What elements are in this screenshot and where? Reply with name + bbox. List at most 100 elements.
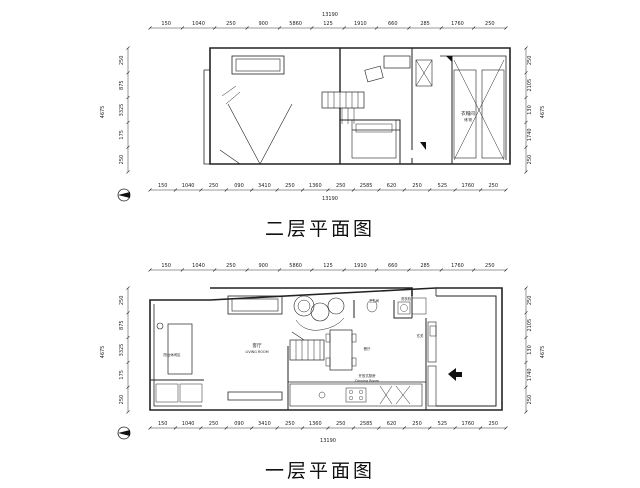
dimension-label: 250 <box>489 421 499 427</box>
dimension-label: 900 <box>258 21 268 27</box>
dimension-label: 250 <box>485 263 495 269</box>
dimension-label: 1910 <box>354 21 367 27</box>
dimension-label: 900 <box>258 263 268 269</box>
dimension-label: 250 <box>412 421 422 427</box>
dimension-label: 250 <box>336 421 346 427</box>
dimension-label: 1760 <box>451 263 464 269</box>
dimension-label: 090 <box>234 183 244 189</box>
room-label-living-room-en: LIVING ROOM <box>245 350 268 354</box>
room-label-dining-en: Dinning Room <box>355 379 380 383</box>
bottom-total-dimension: 13190 <box>320 438 336 444</box>
dimension-label: 250 <box>226 21 236 27</box>
north-arrow-icon <box>117 426 131 440</box>
dimension-label: 1760 <box>461 421 474 427</box>
dimension-label: 250 <box>485 21 495 27</box>
dimension-label: 250 <box>527 155 533 165</box>
dimension-label: 1910 <box>354 263 367 269</box>
dimension-label: 1040 <box>182 421 195 427</box>
room-label-kitchen: 开放式厨房 <box>359 373 377 378</box>
dimension-label: 285 <box>420 21 430 27</box>
dimension-label: 125 <box>323 21 333 27</box>
dimension-label: 2585 <box>360 183 373 189</box>
dimension-label: 250 <box>119 56 125 66</box>
staircase <box>289 331 325 361</box>
dimension-label: 1040 <box>192 263 205 269</box>
dimension-label: 3325 <box>119 104 125 117</box>
column-marker <box>420 142 426 150</box>
dimension-label: 1360 <box>309 183 322 189</box>
room-label-bathroom: 卫生间 <box>369 298 380 303</box>
dimension-label: 175 <box>119 370 125 380</box>
dimension-label: 5860 <box>289 263 302 269</box>
dimension-label: 875 <box>119 80 125 90</box>
second-floor-plan: 150 1040 250 900 5860 125 1910 660 285 1760 250 15… <box>100 12 546 202</box>
dimension-label: 1040 <box>192 21 205 27</box>
dimension-label: 130 <box>527 345 533 355</box>
furniture <box>155 295 437 407</box>
dimension-label: 620 <box>387 183 397 189</box>
right-dimension-chain: 250 2105 130 1740 250 <box>524 46 533 174</box>
dimension-label: 1360 <box>309 421 322 427</box>
dimension-label: 3325 <box>119 344 125 357</box>
dimension-label: 250 <box>489 183 499 189</box>
room-label-laundry: 洗衣机 <box>401 296 412 301</box>
room-label-cloakroom: 衣帽间 <box>461 110 475 117</box>
left-total-dimension: 4675 <box>100 106 106 119</box>
room-label-balcony: 阳台休闲区 <box>164 352 182 357</box>
right-total-dimension: 4675 <box>540 346 546 359</box>
room-label-storage: 储 物 <box>464 117 472 122</box>
furniture <box>219 55 505 165</box>
dimension-label: 3410 <box>258 421 271 427</box>
dimension-label: 1740 <box>527 128 533 141</box>
dimension-label: 250 <box>209 421 219 427</box>
column-marker <box>446 56 452 62</box>
dimension-label: 130 <box>527 105 533 115</box>
dimension-label: 150 <box>161 21 171 27</box>
first-floor-title: 一层平面图 <box>264 460 375 482</box>
room-label-living-room: 客厅 <box>252 342 262 349</box>
dimension-label: 250 <box>209 183 219 189</box>
dimension-label: 525 <box>438 183 448 189</box>
dimension-label: 660 <box>388 21 398 27</box>
room-label-dining: 餐厅 <box>364 346 371 351</box>
exterior-walls <box>149 287 503 411</box>
dimension-label: 250 <box>119 296 125 306</box>
dimension-label: 250 <box>527 296 533 306</box>
staircase <box>321 91 365 124</box>
dimension-label: 5860 <box>289 21 302 27</box>
dimension-label: 525 <box>438 421 448 427</box>
dimension-label: 090 <box>234 421 244 427</box>
dimension-label: 2105 <box>527 79 533 92</box>
dimension-label: 250 <box>119 155 125 165</box>
dimension-label: 250 <box>527 56 533 66</box>
dimension-label: 1760 <box>461 183 474 189</box>
right-total-dimension: 4675 <box>540 106 546 119</box>
dimension-label: 1760 <box>451 21 464 27</box>
dimension-label: 250 <box>412 183 422 189</box>
bottom-total-dimension: 13190 <box>322 196 338 202</box>
exterior-walls <box>203 47 511 165</box>
dimension-label: 175 <box>119 130 125 140</box>
dimension-label: 150 <box>158 183 168 189</box>
second-floor-title: 二层平面图 <box>264 218 375 240</box>
left-dimension-chain: 250 875 3325 175 250 <box>119 46 130 174</box>
dimension-label: 660 <box>388 263 398 269</box>
dimension-label: 3410 <box>258 183 271 189</box>
dimension-label: 150 <box>158 421 168 427</box>
dimension-label: 250 <box>285 183 295 189</box>
dimension-label: 250 <box>119 395 125 405</box>
dimension-label: 250 <box>226 263 236 269</box>
dimension-label: 2585 <box>360 421 373 427</box>
left-total-dimension: 4675 <box>100 346 106 359</box>
room-label-foyer: 玄关 <box>417 333 424 338</box>
dimension-label: 2105 <box>527 319 533 332</box>
top-dimension-chain: 150 1040 250 900 5860 125 1910 660 285 1760 250 <box>148 21 508 30</box>
dimension-label: 285 <box>420 263 430 269</box>
